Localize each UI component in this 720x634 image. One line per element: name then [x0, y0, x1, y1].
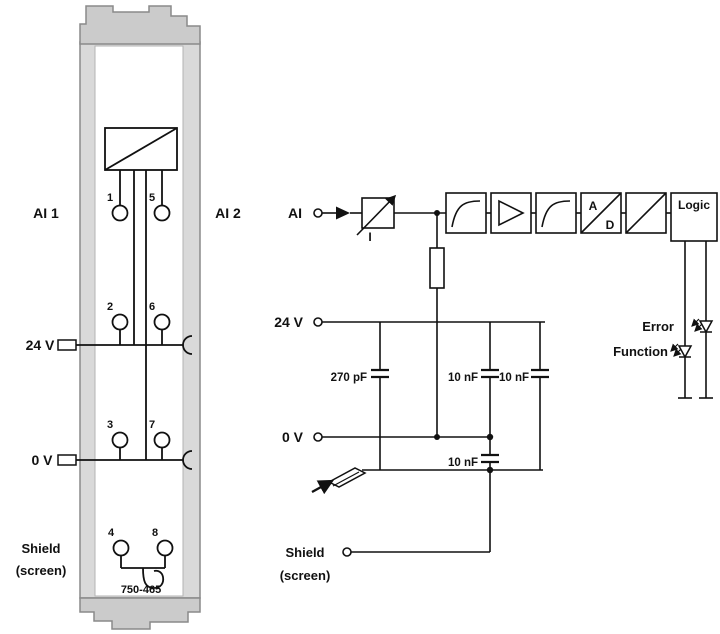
shield-label: Shield	[285, 545, 324, 560]
module-shield-label: Shield	[21, 541, 60, 556]
din-rail-contact-icon	[311, 467, 367, 495]
status-leds: Error Function	[613, 241, 714, 399]
terminal-2-label: 2	[107, 301, 113, 313]
terminal-numbers: 1 5 2 6 3 7 4 8	[107, 192, 158, 539]
function-label: Function	[613, 344, 668, 359]
shield-clamp-hook-icon	[142, 567, 165, 589]
0v-jumper-contact-icon	[182, 450, 193, 470]
24v-label: 24 V	[274, 314, 303, 330]
logic-block	[670, 192, 718, 242]
terminal-1-label: 1	[107, 192, 113, 204]
screen-label: (screen)	[280, 568, 331, 583]
0v-terminal	[313, 432, 323, 442]
current-limiter-arrow-icon	[356, 194, 397, 236]
adc-slash-icon	[580, 192, 622, 234]
contact-7	[153, 431, 171, 449]
ai2-label: AI 2	[215, 205, 241, 221]
module-0v-label: 0 V	[31, 452, 53, 468]
amplifier-block	[490, 192, 532, 234]
ai1-label: AI 1	[33, 205, 59, 221]
function-led-icon	[677, 345, 693, 359]
filter-curve-icon	[451, 200, 481, 228]
junction-dot	[486, 433, 494, 441]
module-24v-label: 24 V	[26, 337, 55, 353]
terminal-7-label: 7	[149, 419, 155, 431]
resistor	[429, 247, 445, 289]
converter-slash-icon	[104, 127, 178, 171]
error-label: Error	[642, 319, 674, 334]
contact-2	[111, 313, 129, 331]
contact-8	[156, 539, 174, 557]
logic-label: Logic	[678, 198, 710, 212]
din-rail-profile	[327, 467, 367, 488]
24v-terminal	[313, 317, 323, 327]
cap-270pf-label: 270 pF	[331, 372, 367, 384]
block-schematic: AI 24 V 0 V Shield (screen) I	[274, 192, 718, 583]
filter-curve-icon	[541, 200, 571, 228]
terminal-5-label: 5	[149, 192, 155, 204]
ai-terminal	[313, 208, 323, 218]
terminal-6-label: 6	[149, 301, 155, 313]
terminal-8-label: 8	[152, 527, 158, 539]
contact-3	[111, 431, 129, 449]
0v-label: 0 V	[282, 429, 304, 445]
terminal-4-label: 4	[108, 527, 115, 539]
contact-4	[112, 539, 130, 557]
converter-symbol	[104, 127, 178, 171]
din-rail-arrow-icon	[311, 479, 335, 495]
module-bottom-cap	[79, 597, 201, 630]
signal-direction-arrow-icon	[336, 206, 350, 220]
contact-6	[153, 313, 171, 331]
amplifier-triangle-icon	[498, 199, 525, 227]
adc-d-label: D	[606, 218, 615, 232]
schematic-terminals: AI 24 V 0 V Shield (screen)	[274, 205, 352, 583]
din-rail-profile-line	[332, 471, 360, 487]
module-contacts	[111, 204, 174, 557]
ai-label: AI	[288, 205, 302, 221]
adc-a-label: A	[589, 199, 598, 213]
module-labels: AI 1 AI 2 24 V 0 V Shield (screen) 750-4…	[16, 205, 241, 596]
cap-10nf-top-right-label: 10 nF	[499, 372, 529, 384]
error-led-icon	[698, 320, 714, 334]
module-internal-wiring	[57, 170, 193, 589]
signal-chain: I A D	[322, 192, 718, 440]
current-limiter-label: I	[368, 230, 371, 244]
shield-terminal	[342, 547, 352, 557]
led-emission-arrow-icon	[691, 318, 700, 327]
isolation-slash-icon	[625, 192, 667, 234]
terminal-3-label: 3	[107, 419, 113, 431]
cap-10nf-bottom-label: 10 nF	[448, 457, 478, 469]
junction-dot	[486, 466, 494, 474]
cap-10nf-top-left-label: 10 nF	[448, 372, 478, 384]
power-and-filtering: 270 pF 10 nF 10 nF 10 nF	[311, 321, 549, 553]
contact-1	[111, 204, 129, 222]
io-module: 1 5 2 6 3 7 4 8 AI 1 AI 2 24 V 0 V Shiel…	[16, 5, 241, 630]
module-top-cap	[79, 5, 201, 45]
led-emission-arrow-icon	[670, 343, 679, 352]
part-number: 750-465	[121, 584, 161, 596]
led-emission-arrow-icon	[694, 323, 703, 332]
led-emission-arrow-icon	[673, 348, 682, 357]
contact-5	[153, 204, 171, 222]
0v-terminal-lug	[57, 454, 77, 466]
24v-jumper-contact-icon	[182, 335, 193, 355]
24v-terminal-lug	[57, 339, 77, 351]
module-screen-label: (screen)	[16, 563, 67, 578]
